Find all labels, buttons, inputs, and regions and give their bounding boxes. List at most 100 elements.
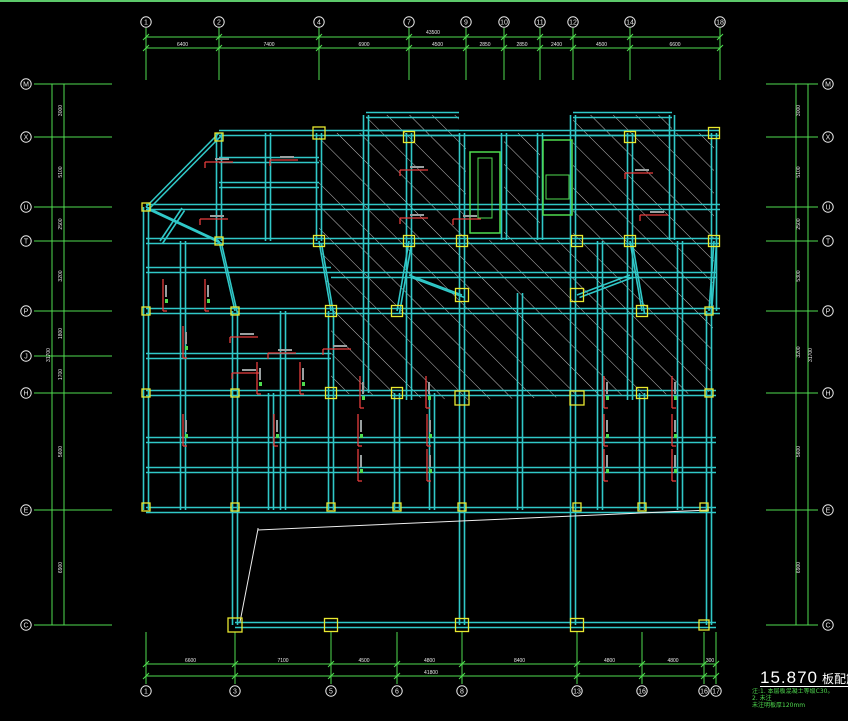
title-underline — [760, 686, 848, 687]
axis-bubble-circle — [534, 16, 546, 28]
dim-tick — [458, 672, 466, 680]
dim-text-right: 2500 — [796, 218, 802, 229]
dim-text-top: 6600 — [669, 42, 680, 48]
dim-text-left-total: 31700 — [46, 348, 52, 362]
axis-bubble-top: 12 — [567, 16, 579, 28]
rebar-label — [165, 299, 168, 303]
axis-bubble-bottom: 6 — [391, 685, 403, 697]
axis-bubble-right: H — [822, 387, 834, 399]
axis-bubble-label: 3 — [233, 689, 237, 696]
axis-bubble-circle — [822, 504, 834, 516]
axis-bubble-label: C — [23, 623, 28, 630]
dim-text-bottom: 4500 — [358, 658, 369, 664]
elevation-label: 15.870 — [760, 668, 818, 687]
rebar-layer — [162, 156, 677, 482]
drawing-notes: 注:1. 本层板混凝土等级C30。 2. 未注 未注明板厚120mm — [752, 688, 848, 709]
rebar-label — [185, 420, 187, 432]
axis-bubble-label: 4 — [317, 20, 321, 27]
axis-bubble-circle — [822, 305, 834, 317]
opening-frame — [477, 157, 493, 219]
beam-line — [145, 206, 220, 242]
dim-tick — [700, 672, 708, 680]
axis-bubble-circle — [20, 350, 32, 362]
beam-line — [320, 243, 335, 314]
opening-frame — [545, 174, 570, 200]
beam-line — [147, 134, 223, 211]
beam-line — [318, 240, 332, 312]
axis-bubble-circle — [213, 16, 225, 28]
dim-text-right: 5600 — [796, 446, 802, 457]
column — [623, 234, 637, 248]
dim-tick — [215, 44, 223, 52]
column — [390, 304, 404, 318]
axis-bubble-bottom: 16 — [698, 685, 710, 697]
dim-text-left: 3000 — [58, 105, 64, 116]
dim-tick — [569, 44, 577, 52]
axis-bubble-circle — [460, 16, 472, 28]
column — [704, 306, 714, 316]
rebar-label — [410, 166, 424, 168]
dim-text-right-total: 31700 — [808, 348, 814, 362]
axis-bubble-label: E — [24, 508, 29, 515]
axis-bubble-bottom: 17 — [710, 685, 722, 697]
dim-tick — [393, 672, 401, 680]
axis-bubble-label: 14 — [626, 20, 634, 27]
beam-line — [408, 274, 463, 296]
rebar-label — [242, 369, 256, 371]
axis-bubble-top: 9 — [460, 16, 472, 28]
dim-text-top: 2400 — [551, 42, 562, 48]
axis-bubble-label: 18 — [716, 20, 724, 27]
axis-bubble-left: J — [20, 350, 32, 362]
column — [635, 304, 649, 318]
axis-bubble-label: P — [826, 309, 831, 316]
column — [323, 617, 339, 633]
dim-text-top: 4500 — [596, 42, 607, 48]
axis-bubble-label: X — [826, 135, 831, 142]
axis-bubble-label: T — [826, 239, 831, 246]
column — [572, 502, 582, 512]
rebar-label — [360, 455, 362, 467]
axis-bubble-label: 9 — [464, 20, 468, 27]
dim-text-bottom: 7100 — [277, 658, 288, 664]
beam-line — [710, 243, 718, 314]
axis-bubble-left: H — [20, 387, 32, 399]
column — [569, 287, 585, 303]
dim-text-bottom: 4800 — [604, 658, 615, 664]
slab-edge — [239, 509, 710, 623]
dim-tick — [462, 33, 470, 41]
rebar-label — [429, 469, 432, 473]
column — [141, 306, 151, 316]
column — [637, 502, 647, 512]
column — [698, 619, 710, 631]
dim-tick — [712, 660, 720, 668]
axis-bubble-label: U — [825, 205, 830, 212]
column — [326, 502, 336, 512]
column — [230, 388, 240, 398]
dim-text-top-total: 43500 — [426, 30, 440, 36]
axis-bubble-left: P — [20, 305, 32, 317]
rebar-label — [215, 158, 229, 160]
dim-text-bottom: 6600 — [185, 658, 196, 664]
dim-tick — [716, 33, 724, 41]
beam-line — [148, 208, 222, 245]
rebar-label — [276, 420, 278, 432]
column — [324, 386, 338, 400]
dim-text-right: 3000 — [796, 105, 802, 116]
column — [390, 386, 404, 400]
dim-tick — [569, 33, 577, 41]
column — [230, 306, 240, 316]
dim-text-left: 5600 — [58, 446, 64, 457]
rebar-label — [362, 396, 365, 400]
dim-tick — [142, 33, 150, 41]
dim-tick — [458, 660, 466, 668]
dim-tick — [327, 660, 335, 668]
axis-bubble-label: 16 — [700, 689, 708, 696]
axis-bubble-bottom: 16 — [636, 685, 648, 697]
column — [454, 617, 470, 633]
dim-tick — [536, 33, 544, 41]
axis-bubble-label: 13 — [573, 689, 581, 696]
rebar-label — [276, 434, 279, 438]
column — [455, 234, 469, 248]
beam-line — [396, 240, 410, 312]
